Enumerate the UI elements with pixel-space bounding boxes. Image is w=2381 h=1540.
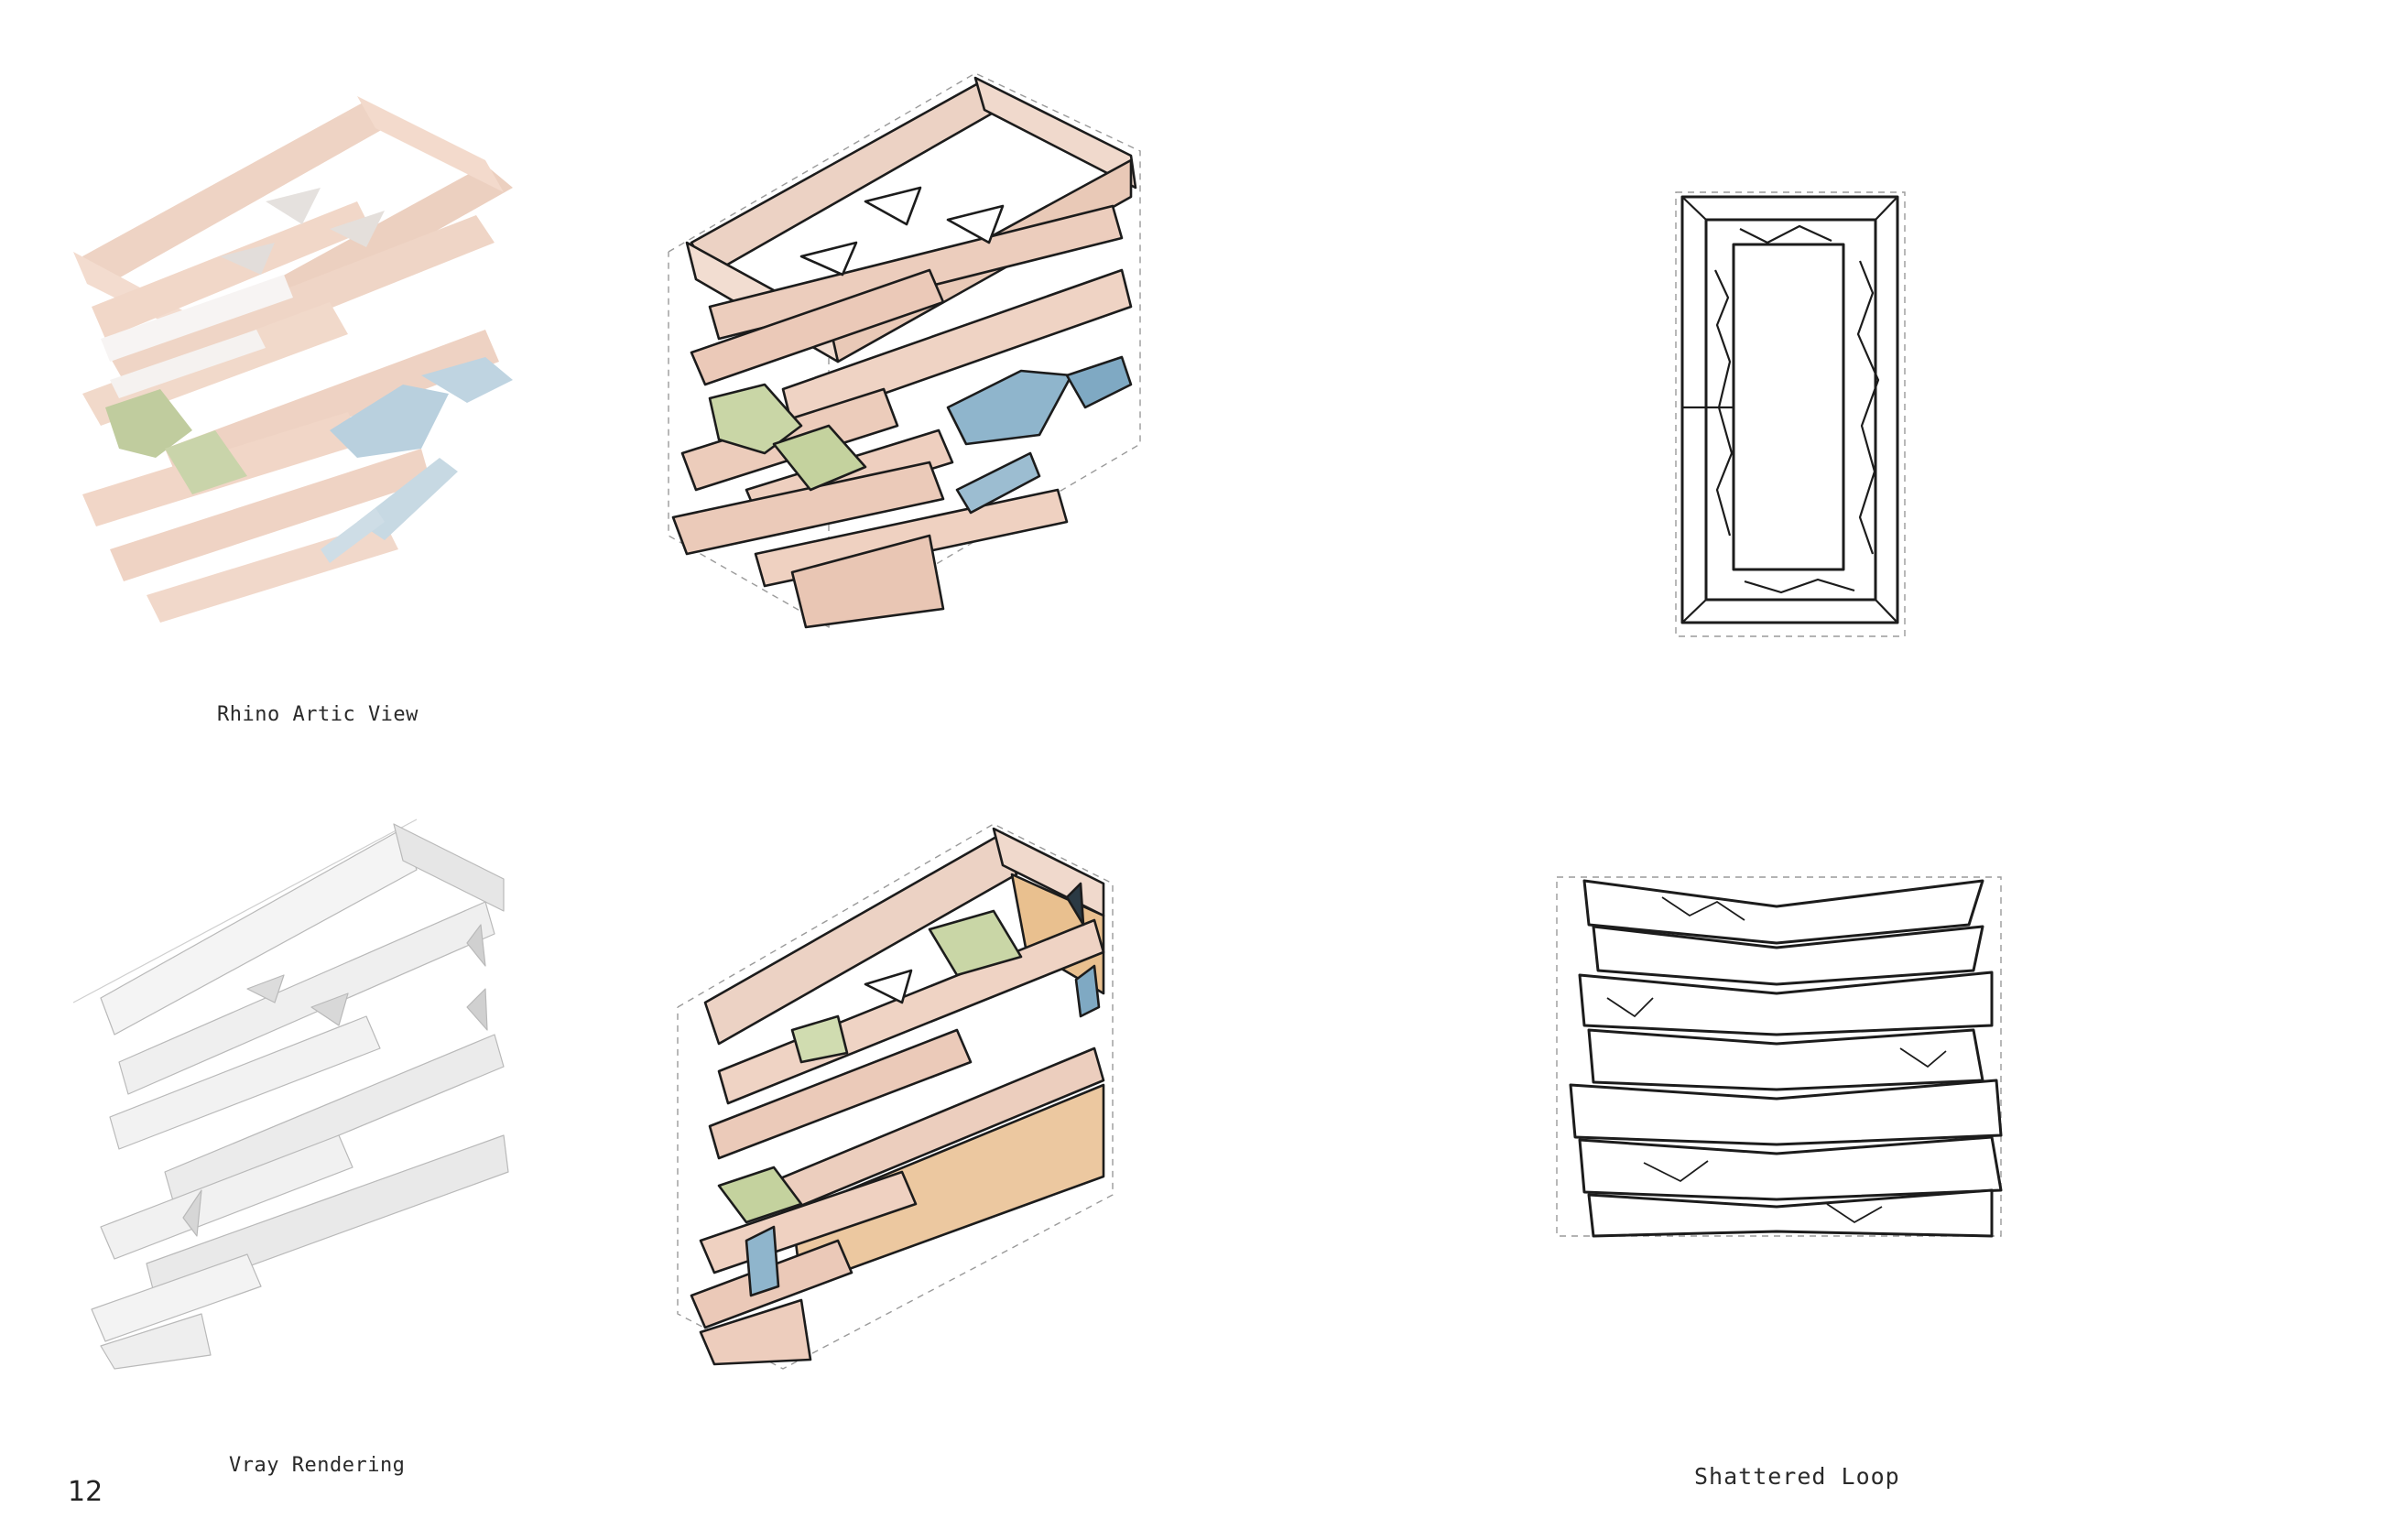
caption-rhino-artic-view: Rhino Artic View: [217, 703, 419, 726]
elev-band-6: [1578, 1135, 2003, 1201]
vray-plank-6: [91, 1253, 262, 1342]
elevation-figure: [1556, 876, 2003, 1238]
plan-dashed-boundary: [1675, 191, 1906, 637]
plank-6: [110, 449, 430, 581]
ghost-plank-1: [101, 275, 293, 362]
plank-1: [92, 201, 371, 339]
elev-band-5: [1569, 1079, 2003, 1146]
ghost-plank-2: [110, 330, 266, 398]
b-green-shard-2: [717, 1166, 803, 1224]
blue-shard-2: [421, 357, 513, 403]
plan-miter-bl: [1681, 599, 1707, 624]
inner-shard-1: [266, 188, 321, 224]
inner-shard-c: [799, 241, 858, 277]
vray-plank-2: [109, 1015, 381, 1150]
inner-shard-3: [220, 243, 275, 275]
blue-shard-c: [955, 451, 1041, 515]
vray-shard-5: [182, 1189, 202, 1237]
plank-h: [790, 534, 945, 629]
vray-back-plank: [393, 823, 505, 912]
vray-rendering-figure: [72, 819, 509, 1370]
blue-shard-1: [330, 385, 449, 458]
vray-shard-3: [466, 924, 486, 967]
bounding-box-outline-bottom: [677, 823, 1114, 1370]
caption-vray-rendering: Vray Rendering: [229, 1454, 406, 1477]
inner-shard-b: [946, 204, 1005, 244]
plank-a: [708, 204, 1124, 341]
green-shard-1: [105, 389, 192, 458]
b-green-shard-1: [928, 909, 1023, 977]
b-top-plank: [703, 831, 1018, 1046]
blue-shard-4: [321, 508, 385, 563]
vray-top-plank: [100, 828, 418, 1036]
rhino-artic-view-figure: [73, 96, 513, 623]
b-plank-2: [708, 1028, 973, 1160]
vray-ground-line: [72, 819, 418, 1003]
top-ring-end: [357, 96, 504, 192]
elev-shard-line-1: [1661, 896, 1745, 921]
plan-miter-br: [1875, 599, 1898, 624]
green-shard-b: [772, 424, 867, 492]
plan-miter-tl: [1681, 196, 1707, 221]
vray-plank-3: [164, 1034, 505, 1205]
outlined-axonometric-top-figure: [668, 72, 1141, 629]
plan-inner-frame: [1732, 243, 1845, 571]
plan-shard-right: [1856, 260, 1880, 555]
b-dark-shard: [1065, 882, 1085, 927]
elev-band-3: [1578, 971, 1994, 1036]
elev-band-7: [1587, 1188, 1994, 1238]
caption-shattered-loop: Shattered Loop: [1694, 1463, 1900, 1490]
vray-plank-7: [100, 1313, 212, 1370]
inner-shard-2: [330, 211, 385, 247]
vray-shard-1: [246, 974, 285, 1003]
plan-shard-bottom: [1744, 578, 1855, 594]
elev-band-4: [1587, 1028, 1984, 1091]
vray-shard-2: [310, 992, 349, 1026]
b-green-shard-3: [790, 1014, 849, 1064]
plan-miter-tr: [1875, 196, 1898, 221]
elev-shard-line-5: [1826, 1203, 1883, 1224]
plank-2: [110, 215, 495, 389]
outlined-axonometric-bottom-figure: [677, 823, 1114, 1370]
elev-shard-line-4: [1643, 1160, 1709, 1183]
b-white-shard: [864, 969, 913, 1004]
b-plank-6: [699, 1298, 812, 1366]
plan-shard-top: [1739, 224, 1832, 244]
b-blue-shard-1: [745, 1225, 780, 1297]
green-shard-a: [708, 383, 803, 455]
vray-plank-4: [100, 1134, 353, 1260]
vray-shard-4: [466, 988, 488, 1031]
top-ring-long-left: [82, 101, 385, 288]
blue-shard-a: [946, 369, 1073, 446]
b-blue-shard-2: [1074, 964, 1101, 1018]
green-shard-2: [165, 430, 247, 494]
elev-band-2: [1592, 925, 1984, 986]
vray-plank-1: [118, 901, 495, 1095]
elev-shard-line-2: [1606, 997, 1654, 1018]
elevation-dashed-boundary: [1556, 876, 2002, 1237]
blue-shard-b: [1065, 355, 1133, 409]
top-ring-back: [973, 76, 1137, 190]
page-number: 12: [68, 1476, 103, 1508]
inner-shard-a: [864, 186, 922, 226]
plank-f: [671, 461, 945, 556]
elev-shard-line-3: [1899, 1047, 1947, 1068]
plan-view-figure: [1675, 191, 1906, 637]
elev-band-1: [1582, 879, 1984, 945]
plank-b: [690, 268, 945, 386]
plan-shard-left: [1714, 269, 1734, 537]
